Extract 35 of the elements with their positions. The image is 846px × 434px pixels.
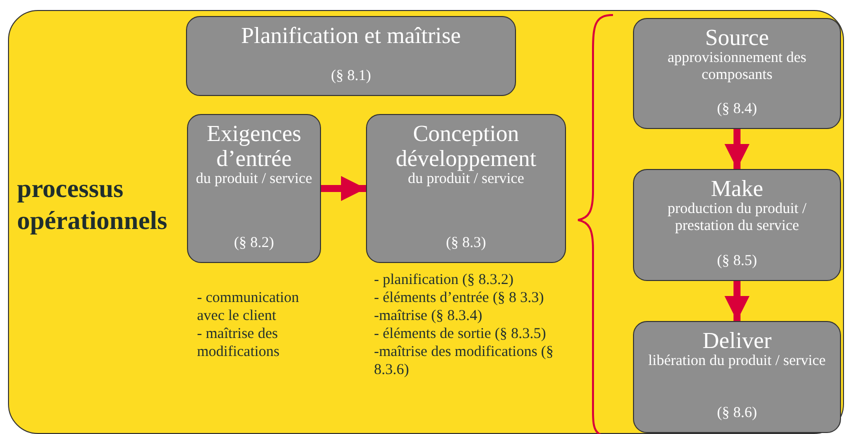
box-text: approvisionnement des composants — [666, 50, 808, 84]
arrow — [321, 176, 366, 202]
process-box — [633, 18, 841, 129]
box-text: (§ 8.4) — [717, 101, 757, 118]
box-heading: Conception développement — [394, 121, 538, 171]
box-text: (§ 8.2) — [234, 235, 274, 252]
box-heading: Planification et maîtrise — [241, 23, 461, 48]
note-text: - planification (§ 8.3.2) — [374, 271, 515, 289]
note-text: - éléments d’entrée (§ 8 3.3) — [374, 289, 545, 307]
box-text: libération du produit / service — [647, 353, 827, 370]
arrow — [724, 281, 750, 321]
box-text: (§ 8.5) — [717, 253, 757, 270]
note-text: - maîtrise des modifications — [197, 325, 280, 361]
box-heading: Source — [705, 25, 769, 50]
process-box — [187, 114, 321, 263]
process-box — [633, 169, 841, 281]
box-heading: Exigences d’entrée — [206, 121, 302, 171]
note-text: -maîtrise des modifications (§ 8.3.6) — [374, 343, 555, 379]
box-text: du produit / service — [406, 171, 526, 188]
box-text: production du produit / prestation du service — [666, 201, 808, 235]
panel-title: processus opérationnels — [17, 173, 168, 237]
box-text: (§ 8.6) — [717, 405, 757, 422]
box-text: (§ 8.3) — [446, 235, 486, 252]
box-heading: Deliver — [702, 328, 772, 353]
box-heading: Make — [710, 176, 764, 201]
box-text: du produit / service — [194, 171, 314, 188]
process-box — [186, 16, 516, 96]
note-text: -maîtrise (§ 8.3.4) — [374, 307, 484, 325]
arrow — [724, 129, 750, 169]
box-text: (§ 8.1) — [331, 68, 371, 85]
process-box — [366, 114, 566, 263]
panel-background — [8, 10, 844, 434]
process-box — [633, 321, 841, 433]
note-text: - communication avec le client — [197, 289, 300, 325]
note-text: - éléments de sortie (§ 8.3.5) — [374, 325, 548, 343]
